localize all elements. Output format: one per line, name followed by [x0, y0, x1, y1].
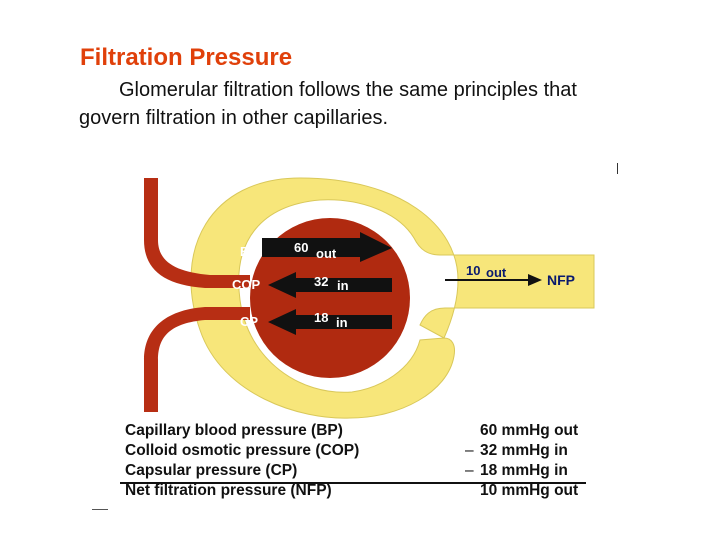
- afferent-arteriole: [144, 178, 250, 288]
- cp-arrow: [268, 309, 392, 335]
- bp-value: 60: [294, 240, 308, 255]
- body-text-content: Glomerular filtration follows the same p…: [79, 79, 577, 129]
- bp-label: BP: [240, 244, 258, 259]
- row-value: 10 mmHg out: [480, 482, 579, 499]
- pressure-table: Capillary blood pressure (BP) 60 mmHg ou…: [120, 421, 588, 501]
- row-label: Colloid osmotic pressure (COP): [125, 442, 360, 459]
- text-cursor-mark: [617, 163, 618, 174]
- row-sign: –: [465, 442, 474, 459]
- cop-direction: in: [337, 278, 349, 293]
- cp-value: 18: [314, 310, 328, 325]
- nfp-label: NFP: [547, 272, 575, 288]
- table-row: Capillary blood pressure (BP) 60 mmHg ou…: [120, 421, 588, 441]
- table-row: Colloid osmotic pressure (COP) – 32 mmHg…: [120, 441, 588, 461]
- cp-label: CP: [240, 314, 258, 329]
- row-label: Capsular pressure (CP): [125, 462, 298, 479]
- row-value: 60 mmHg out: [480, 422, 579, 439]
- nfp-arrow-head: [528, 274, 542, 286]
- glomerulus: [250, 218, 410, 378]
- cop-arrow: [268, 272, 392, 298]
- slide-title: Filtration Pressure: [80, 44, 293, 71]
- row-value: 18 mmHg in: [480, 462, 568, 479]
- table-row: Capsular pressure (CP) – 18 mmHg in: [120, 461, 588, 481]
- row-label: Capillary blood pressure (BP): [125, 422, 343, 439]
- nfp-value: 10: [466, 263, 480, 278]
- efferent-arteriole: [144, 307, 250, 412]
- cop-value: 32: [314, 274, 328, 289]
- bowmans-capsule: [190, 177, 595, 419]
- footer-mark: [92, 509, 108, 510]
- row-value: 32 mmHg in: [480, 442, 568, 459]
- row-sign: –: [465, 462, 474, 479]
- table-row: Net filtration pressure (NFP) 10 mmHg ou…: [120, 481, 588, 501]
- row-label: Net filtration pressure (NFP): [125, 482, 332, 499]
- nfp-direction: out: [486, 265, 507, 280]
- bp-direction: out: [316, 246, 337, 261]
- body-text: Glomerular filtration follows the same p…: [79, 76, 639, 132]
- cop-label: COP: [232, 277, 261, 292]
- table-divider: [120, 482, 586, 484]
- bp-arrow: [262, 232, 392, 262]
- cp-direction: in: [336, 315, 348, 330]
